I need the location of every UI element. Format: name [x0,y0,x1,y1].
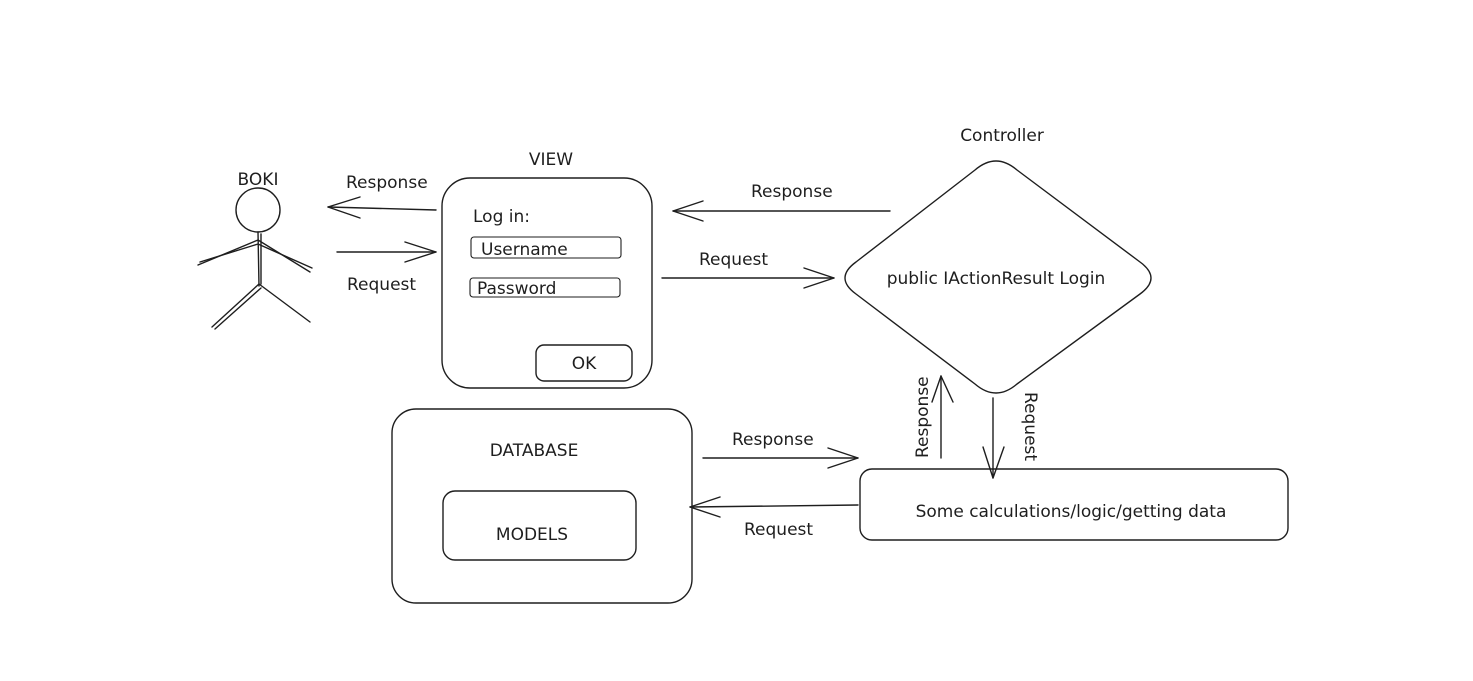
logic-panel: Some calculations/logic/getting data [859,468,1289,541]
actor-name: BOKI [238,170,279,190]
arrow-label-db-to-logic: Response [732,430,814,450]
arrow-label-logic-to-controller: Response [913,376,933,458]
arrow-label-logic-to-db: Request [744,520,813,540]
username-field[interactable]: Username [470,236,622,260]
view-panel: VIEW Log in: Username Password OK [441,150,653,389]
arrow-label-user-to-view: Request [347,275,416,295]
arrow-user-to-view: Request [336,241,437,295]
database-title: DATABASE [490,441,579,461]
controller-title: Controller [960,126,1044,146]
password-placeholder: Password [477,279,556,299]
arrow-logic-to-db: Request [689,496,859,540]
controller-diamond [844,160,1152,394]
stick-figure-icon [197,187,313,330]
arrow-view-to-user: Response [327,173,437,219]
ok-button[interactable]: OK [535,344,633,382]
controller-method: public IActionResult Login [887,269,1106,289]
database-panel: DATABASE MODELS [391,408,693,604]
view-title: VIEW [529,150,573,170]
arrow-view-to-controller: Request [661,250,835,289]
username-placeholder: Username [481,240,568,260]
password-field[interactable]: Password [469,277,621,299]
logic-label: Some calculations/logic/getting data [916,502,1227,522]
models-label: MODELS [496,525,568,545]
arrow-label-controller-to-view: Response [751,182,833,202]
arrow-label-view-to-user: Response [346,173,428,193]
arrow-controller-to-view: Response [672,182,891,222]
ok-button-label: OK [572,354,597,374]
arrow-db-to-logic: Response [702,430,859,469]
database-frame [391,408,693,604]
controller-node: Controller public IActionResult Login [844,126,1152,394]
logic-frame [859,468,1289,541]
login-label: Log in: [473,207,530,227]
models-box: MODELS [442,490,637,561]
arrow-logic-to-controller: Response [913,375,954,459]
actor-boki: BOKI [197,170,313,330]
arrow-controller-to-logic: Request [982,392,1040,479]
view-frame [441,177,653,389]
arrow-label-view-to-controller: Request [699,250,768,270]
arrow-label-controller-to-logic: Request [1020,392,1040,461]
